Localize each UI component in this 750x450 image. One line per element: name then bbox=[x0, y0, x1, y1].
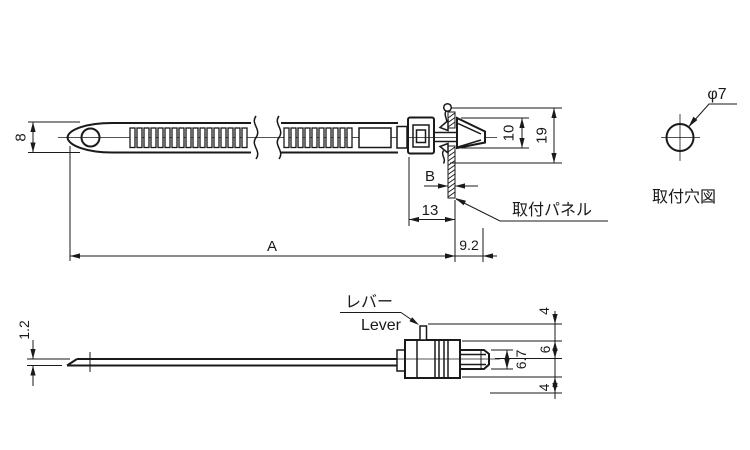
dim-4-upper-label: 4 bbox=[536, 307, 552, 315]
serration-tooth bbox=[192, 127, 199, 149]
strap-edges bbox=[112, 122, 398, 154]
strap-serrations-left bbox=[129, 127, 248, 149]
dim-strap-thickness: 1.2 bbox=[16, 320, 70, 386]
hatch-line bbox=[447, 146, 456, 153]
hole-leader-arrow bbox=[688, 116, 698, 127]
top-view: 8 A 13 9.2 bbox=[13, 102, 608, 262]
mounting-panel-label: 取付パネル bbox=[512, 201, 592, 219]
dim-panel-thickness: B bbox=[424, 168, 478, 189]
strap-tip-hole bbox=[80, 127, 101, 148]
hatch-line bbox=[447, 182, 456, 189]
dim-phi7-label: φ7 bbox=[707, 86, 726, 103]
dim-tip-height: 6.7 bbox=[491, 349, 529, 370]
buckle-head bbox=[407, 116, 435, 155]
head-entry-slot bbox=[396, 125, 408, 149]
serration-tooth bbox=[332, 127, 339, 149]
dim-4-lower-label: 4 bbox=[536, 383, 552, 391]
serration-tooth bbox=[325, 127, 332, 149]
serration-tooth bbox=[311, 127, 318, 149]
dim-chain-right: 4 6 4 bbox=[428, 307, 562, 399]
mounting-panel-section bbox=[447, 111, 456, 199]
serration-tooth bbox=[150, 127, 157, 149]
dim-13-label: 13 bbox=[422, 202, 439, 219]
hole-view-caption: 取付穴図 bbox=[652, 188, 716, 206]
dim-1-2-label: 1.2 bbox=[16, 320, 32, 340]
hole-leader bbox=[688, 103, 737, 128]
hatch-line bbox=[447, 121, 456, 128]
hatch-line bbox=[447, 155, 456, 162]
lever-label-jp: レバー bbox=[345, 294, 393, 311]
dim-protrusion: 9.2 bbox=[441, 228, 497, 262]
dim-19-label: 19 bbox=[534, 127, 551, 144]
break-line-right bbox=[276, 115, 282, 160]
serration-tooth bbox=[318, 127, 325, 149]
serration-tooth bbox=[339, 127, 346, 149]
break-line-left bbox=[253, 115, 259, 160]
anchor-arrowhead bbox=[456, 116, 486, 150]
serration-tooth bbox=[136, 127, 143, 149]
anchor-flange-upper bbox=[438, 118, 449, 132]
serration-tooth bbox=[185, 127, 192, 149]
anchor-shaft bbox=[433, 131, 459, 143]
serration-tooth bbox=[290, 127, 297, 149]
lever-leader-arrow bbox=[409, 317, 419, 325]
serration-tooth bbox=[171, 127, 178, 149]
mounting-hole-view: φ7 取付穴図 bbox=[652, 86, 737, 206]
strap-plain-window bbox=[358, 127, 392, 149]
dim-head-to-panel: 13 bbox=[408, 157, 455, 226]
hatch-line bbox=[447, 187, 456, 193]
serration-tooth bbox=[283, 127, 290, 149]
hatch-line bbox=[447, 164, 456, 171]
dim-9-2-label: 9.2 bbox=[459, 237, 479, 253]
dim-anchor-width: 10 bbox=[461, 117, 529, 149]
serration-tooth bbox=[129, 127, 136, 149]
dim-10-label: 10 bbox=[501, 125, 518, 142]
lever-label-en: Lever bbox=[361, 317, 402, 334]
serration-tooth bbox=[297, 127, 304, 149]
strap-serrations-right bbox=[283, 127, 353, 149]
serration-tooth bbox=[157, 127, 164, 149]
serration-tooth bbox=[346, 127, 353, 149]
panel-hatching bbox=[447, 112, 456, 198]
serration-tooth bbox=[143, 127, 150, 149]
mounting-panel-callout: 取付パネル bbox=[455, 198, 608, 222]
side-anchor-tip bbox=[459, 349, 490, 370]
hatch-line bbox=[447, 151, 456, 157]
dim-overall-height: 19 bbox=[450, 107, 562, 164]
serration-tooth bbox=[241, 127, 248, 149]
lever-pin bbox=[419, 325, 428, 341]
hatch-line bbox=[447, 191, 456, 198]
dim-6-label: 6 bbox=[537, 345, 553, 353]
serration-tooth bbox=[213, 127, 220, 149]
serration-tooth bbox=[206, 127, 213, 149]
dim-B-label: B bbox=[425, 168, 435, 185]
strap-tip-outline bbox=[66, 122, 113, 154]
dim-overall-length: A bbox=[69, 146, 456, 262]
lever-callout: レバー Lever bbox=[340, 294, 419, 334]
serration-tooth bbox=[199, 127, 206, 149]
serration-tooth bbox=[220, 127, 227, 149]
serration-tooth bbox=[304, 127, 311, 149]
side-strap bbox=[66, 352, 398, 372]
serration-tooth bbox=[164, 127, 171, 149]
dim-8-label: 8 bbox=[13, 133, 30, 141]
serration-tooth bbox=[178, 127, 185, 149]
serration-tooth bbox=[234, 127, 241, 149]
hatch-line bbox=[447, 169, 456, 175]
hatch-line bbox=[447, 173, 456, 180]
serration-tooth bbox=[227, 127, 234, 149]
hatch-line bbox=[447, 117, 456, 123]
dim-strap-width: 8 bbox=[13, 121, 80, 153]
anchor-flange-lower bbox=[438, 142, 449, 155]
hatch-line bbox=[447, 112, 456, 119]
side-view: レバー Lever 1.2 6.7 bbox=[16, 294, 562, 399]
hatch-line bbox=[447, 178, 456, 184]
dim-A-label: A bbox=[267, 238, 277, 255]
dim-6-7-label: 6.7 bbox=[513, 350, 529, 370]
